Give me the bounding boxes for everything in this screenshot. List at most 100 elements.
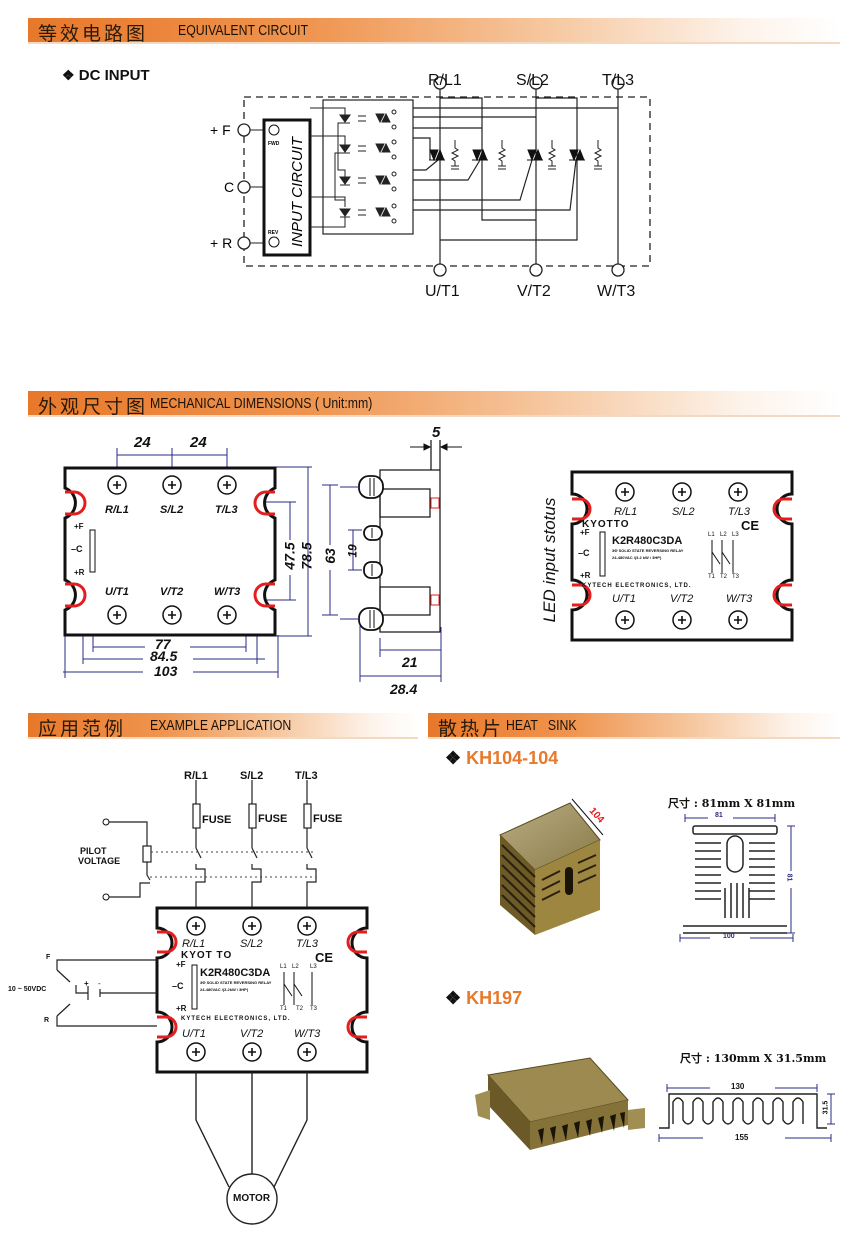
path-shape [157, 930, 178, 954]
label-in-r: +R [74, 568, 85, 577]
label-wt3: W/T3 [726, 593, 753, 605]
path-shape [346, 930, 367, 954]
circle-shape [391, 171, 397, 177]
g-shape [157, 930, 367, 1039]
polygon-shape [488, 1075, 530, 1150]
line-shape [501, 854, 536, 888]
circle-shape [391, 154, 397, 160]
led-rev-icon [268, 236, 280, 248]
label-vt2: V/T2 [240, 1028, 264, 1040]
g-shape [195, 1072, 308, 1225]
path-shape [192, 1048, 200, 1056]
polyline-shape [413, 159, 481, 181]
triac-group [429, 148, 585, 162]
g-shape [340, 486, 442, 682]
line-label-sl2: S/L2 [240, 770, 264, 782]
path-shape [253, 582, 275, 608]
dim-78-5: 78.5 [298, 542, 315, 570]
polygon-shape [598, 1116, 604, 1133]
circle-shape [611, 263, 625, 277]
label-in-c: –C [172, 981, 184, 991]
path-shape [65, 582, 87, 608]
g-shape [430, 497, 440, 606]
polygon-shape [538, 1128, 544, 1145]
line-shape [306, 847, 313, 859]
circle-shape [391, 186, 397, 192]
terminal-label-rl1: R/L1 [428, 72, 462, 89]
label-wt3: W/T3 [294, 1028, 321, 1040]
g-shape [711, 540, 734, 573]
diamond-icon: ❖ [445, 988, 462, 1008]
heatsink-2-profile-labels: 130 31.5 155 [655, 1080, 840, 1150]
polygon-shape [472, 149, 482, 162]
schem-t3: T3 [310, 1006, 318, 1012]
section-title-zh: 应用范例 [38, 718, 127, 740]
polyline-shape [440, 97, 483, 194]
polygon-shape [628, 1108, 645, 1130]
path-shape [113, 481, 121, 489]
front-view-drawing [63, 448, 338, 678]
circle-shape [391, 139, 397, 145]
line-shape [56, 1003, 71, 1017]
maker-label: KYTECH ELECTRONICS, LTD. [181, 1016, 291, 1022]
terminal-label-tl3: T/L3 [602, 72, 635, 89]
label-in-r: +R [176, 1004, 187, 1013]
brand-label: KYOTTO [582, 519, 630, 530]
dim-21: 21 [402, 654, 418, 670]
path-shape [572, 583, 592, 607]
circle-shape [391, 203, 397, 209]
line-shape [577, 874, 597, 884]
g-shape [572, 497, 792, 607]
text-shape: C [224, 179, 234, 195]
polyline-shape [108, 882, 150, 898]
circle-shape [433, 263, 447, 277]
optocoupler-block [322, 99, 414, 235]
path-shape [749, 842, 775, 900]
heatsink-1-size: 尺寸 : 81mm X 81mm [668, 797, 796, 810]
fuse-label-2: FUSE [258, 813, 288, 825]
g-shape [369, 478, 375, 628]
path-shape [65, 490, 87, 516]
polyline-shape [337, 122, 346, 177]
polygon-shape [375, 143, 385, 154]
line-shape [711, 551, 721, 565]
schem-l3: L3 [310, 964, 317, 970]
polyline-shape [593, 140, 603, 166]
label-ut1: U/T1 [182, 1028, 206, 1040]
polygon-shape [381, 142, 391, 153]
terminal-label-vt2: V/T2 [517, 283, 551, 300]
polygon-shape [475, 1090, 490, 1120]
label-in-c: –C [71, 544, 83, 554]
g-shape [56, 959, 157, 1027]
circle-shape [391, 109, 397, 115]
path-shape [772, 583, 792, 607]
terminal-label-ut1: U/T1 [425, 283, 460, 300]
section-header-heatsink: 散热片 HEAT SINK [428, 713, 840, 740]
path-shape [168, 611, 176, 619]
circle-shape [102, 818, 110, 826]
rect-shape [430, 497, 440, 509]
heatsink-1-photo [499, 798, 604, 935]
path-shape [734, 616, 742, 624]
heatsink-2-model: KH197 [466, 988, 523, 1008]
path-shape [192, 922, 200, 930]
input-circuit-block [262, 118, 312, 257]
polyline-shape [334, 152, 345, 201]
g-shape [283, 972, 313, 1005]
led-fwd-icon [268, 124, 280, 136]
path-shape [621, 488, 629, 496]
g-shape [113, 481, 231, 619]
g-shape [621, 488, 742, 624]
polygon-shape [500, 835, 535, 935]
top-view-drawing [570, 470, 794, 642]
dim-103: 103 [154, 663, 178, 679]
diamond-icon: ❖ [445, 748, 462, 768]
g-shape [102, 818, 110, 901]
label-tl3: T/L3 [296, 938, 319, 950]
pilot-label: PILOT [80, 846, 107, 856]
input-terminal-f: + F [210, 122, 251, 138]
g-shape [501, 844, 597, 928]
terminal-label-wt3: W/T3 [597, 283, 636, 300]
path-shape [168, 481, 176, 489]
section-header-mechanical: 外观尺寸图 MECHANICAL DIMENSIONS ( Unit:mm) [28, 391, 840, 418]
